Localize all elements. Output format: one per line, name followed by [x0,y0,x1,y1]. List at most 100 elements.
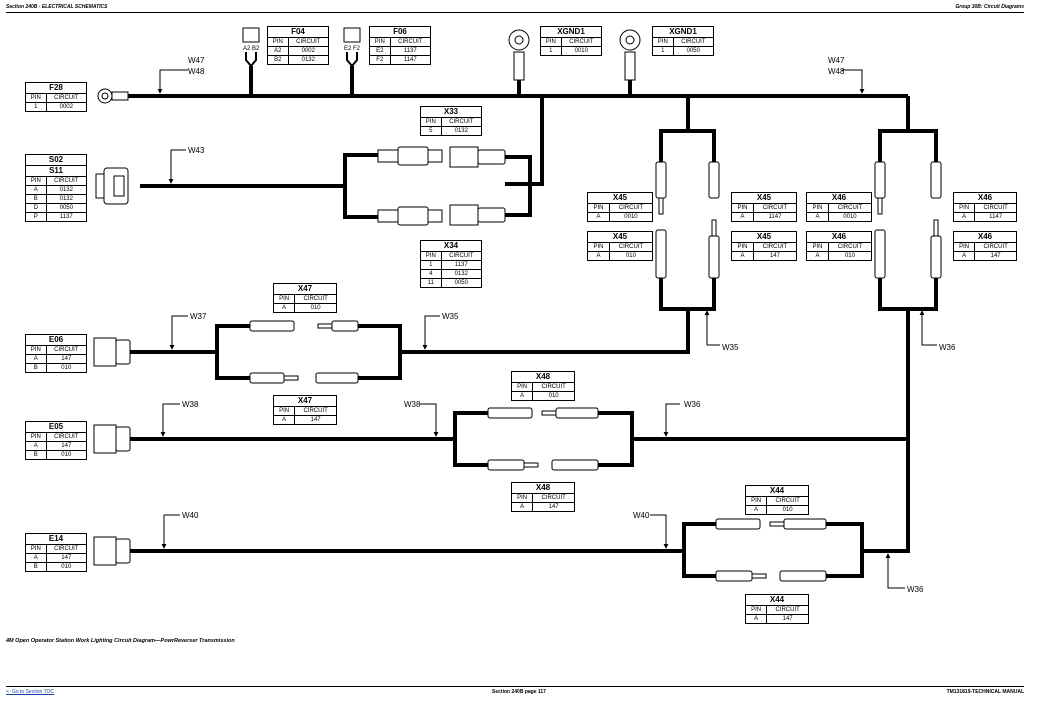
pin-cell: B [26,363,47,372]
pin-cell: A [26,553,47,563]
circuit-cell: 1137 [45,212,86,221]
connector-title: X48 [512,372,574,383]
pin-column-header: PIN [421,118,442,127]
wire-label-w48-left: W48 [188,67,205,76]
circuit-cell: 0132 [45,185,86,195]
f28-eye-terminal [97,88,129,104]
circuit-cell: 147 [45,354,86,364]
connector-title: X34 [421,241,481,252]
circuit-cell: 0132 [440,269,481,279]
circuit-cell: 1147 [389,55,430,64]
circuit-cell: 010 [766,505,808,514]
pin-column-header: PIN [370,38,391,47]
circuit-column-header: CIRCUIT [752,243,796,252]
wire-label-w47-left: W47 [188,56,205,65]
connector-title: XGND1 [541,27,601,38]
harness-wires [128,66,938,578]
connector-title: F04 [268,27,328,38]
wire-label-w40-left: W40 [182,511,199,520]
pin-cell: A [26,441,47,451]
pin-column-header: PIN [807,243,829,252]
circuit-column-header: CIRCUIT [45,94,86,103]
wire-label-w35-mid: W35 [442,312,459,321]
circuit-column-header: CIRCUIT [45,346,86,355]
circuit-column-header: CIRCUIT [389,38,430,47]
pin-cell: A [274,303,296,312]
x33-x34-loop-wire [140,96,544,219]
e06-x47-wire [130,324,402,380]
pin-cell: A [746,614,768,623]
connector-title: X46 [807,232,871,243]
connector-title: X48 [512,483,574,494]
circuit-cell: 147 [752,251,796,260]
circuit-cell: 010 [827,251,871,260]
pin-column-header: PIN [541,38,562,47]
circuit-column-header: CIRCUIT [45,433,86,442]
pin-column-header: PIN [274,407,296,416]
wire-label-arrows [157,69,937,589]
f04-pin-a2: A2 [243,46,251,52]
wire-label-w36-lower: W36 [907,585,924,594]
circuit-cell: 0050 [440,278,481,287]
circuit-cell: 147 [45,553,86,563]
pin-column-header: PIN [512,494,534,503]
circuit-cell: 0002 [45,102,86,111]
pin-cell: A [807,212,829,221]
pin-cell: B2 [268,55,289,64]
pin-cell: B [26,194,47,204]
pin-column-header: PIN [274,295,296,304]
section-header: Section 240B - ELECTRICAL SCHEMATICS [6,4,108,10]
pin-cell: A [732,212,754,221]
toc-link[interactable]: <- Go to Section TOC [6,689,55,695]
pin-cell: A [954,212,976,221]
fuse-forks [242,27,361,68]
pin-column-header: PIN [746,606,768,615]
pin-column-header: PIN [588,204,610,213]
pin-cell: A [807,251,829,260]
circuit-column-header: CIRCUIT [294,407,336,416]
header-rule [6,12,1024,13]
pin-cell: B [26,562,47,571]
pin-column-header: PIN [421,252,442,261]
connector-title: X46 [954,193,1016,204]
pin-column-header: PIN [807,204,829,213]
e05-x48-wire [130,411,908,467]
circuit-column-header: CIRCUIT [752,204,796,213]
circuit-column-header: CIRCUIT [608,204,652,213]
circuit-column-header: CIRCUIT [766,497,808,506]
circuit-column-header: CIRCUIT [440,252,481,261]
wire-label-w40-mid: W40 [633,511,650,520]
circuit-cell: 147 [45,441,86,451]
circuit-cell: 0010 [827,212,871,221]
circuit-cell: 1137 [389,46,430,56]
pin-cell: A [588,251,610,260]
circuit-cell: 010 [45,363,86,372]
circuit-cell: 0002 [287,46,328,56]
